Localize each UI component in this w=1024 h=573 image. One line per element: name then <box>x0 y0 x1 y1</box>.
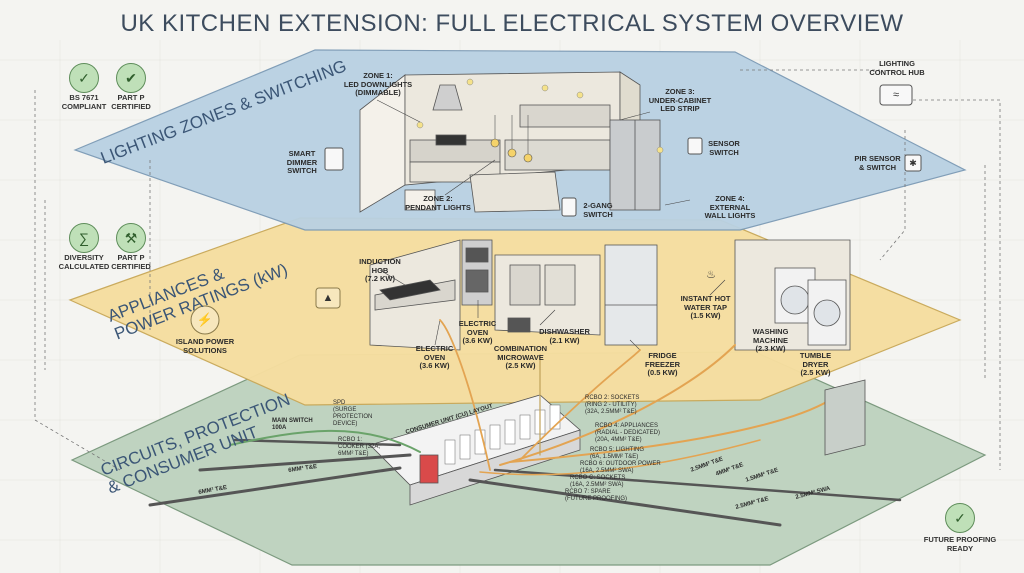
two-gang-switch-plate <box>561 197 577 217</box>
calculator-icon: ∑ <box>69 223 99 253</box>
plug-icon: ⚡ <box>196 312 214 327</box>
hot-water-tap-icon: ♨ <box>706 268 716 281</box>
dimmer-switch-plate <box>324 147 344 171</box>
rcbo2-label: RCBO 2: SOCKETS(RING 2 - UTILITY)(32A, 2… <box>585 395 640 415</box>
sensor-switch-plate <box>687 137 703 155</box>
pendant-lights <box>490 115 533 163</box>
zone2-label: ZONE 2:PENDANT LIGHTS <box>405 194 471 212</box>
appliance-kitchen <box>369 239 851 351</box>
dishwasher-label: DISHWASHER(2.1 kW) <box>539 327 590 345</box>
rcbo-c-label: RCBO C: SOCKETS(16A, 2.5mm² SWA) <box>570 475 626 488</box>
rcbo7-label: RCBO 7: SPARE(FUTURE PROOFING) <box>565 489 627 502</box>
hob-icon: ▲ <box>322 292 334 304</box>
zone1-label: ZONE 1:LED DOWNLIGHTS(DIMMABLE) <box>343 71 413 97</box>
appliance-leaders <box>379 269 726 351</box>
motion-sensor-icon: ✱ <box>909 157 917 168</box>
rcbo6-label: RCBO 6: OUTDOOR POWER(16A, 2.5mm² SWA) <box>580 461 661 474</box>
rcbo5-label: RCBO 5: LIGHTING(6A, 1.5mm² T&E) <box>590 447 645 460</box>
control-hub-box <box>879 84 913 106</box>
check-icon: ✔ <box>116 63 146 93</box>
cables <box>148 319 902 527</box>
dashed-connections <box>34 69 1001 471</box>
outdoor-isolator <box>824 379 866 456</box>
downlights <box>416 78 664 154</box>
pir-sensor-label: PIR SENSOR& SWITCH <box>854 154 901 172</box>
page-title: UK KITCHEN EXTENSION: FULL ELECTRICAL SY… <box>120 10 904 37</box>
island-power-icon-ring <box>190 305 220 335</box>
shield-check-icon: ✓ <box>945 503 975 533</box>
rcbo1-label: RCBO 1:COOKER (32A,6mm² T&E) <box>338 437 381 457</box>
hob-icon-box <box>315 287 341 309</box>
clipboard-check-icon: ✓ <box>69 63 99 93</box>
lighting-leaders <box>376 99 691 206</box>
pir-sensor-box <box>904 154 922 172</box>
tools-icon: ⚒ <box>116 223 146 253</box>
rcbo4-label: RCBO 4: APPLIANCES(RADIAL - DEDICATED)(2… <box>595 423 661 443</box>
wifi-icon: ≈ <box>892 89 900 101</box>
kitchen-room <box>359 71 661 213</box>
